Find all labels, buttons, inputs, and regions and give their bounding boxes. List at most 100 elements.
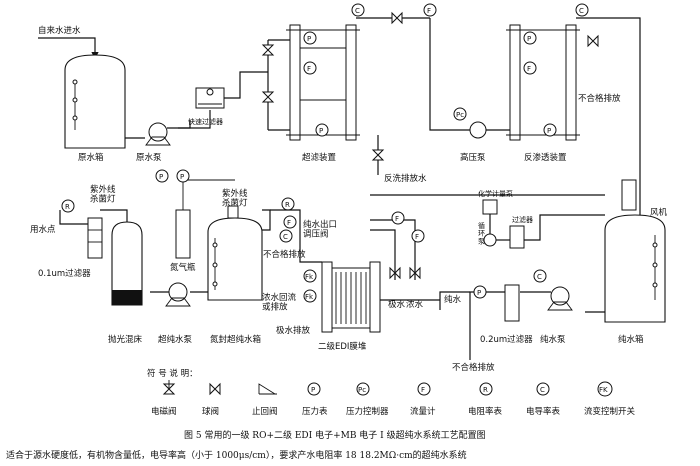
svg-text:F: F (287, 219, 291, 227)
svg-text:P: P (307, 35, 311, 43)
svg-text:P: P (159, 173, 163, 181)
svg-text:不合格排放: 不合格排放 (263, 249, 306, 260)
raw-water-tank: 原水箱 (64, 54, 126, 163)
svg-text:纯水: 纯水 (444, 294, 462, 305)
svg-text:P: P (547, 127, 551, 135)
pure-water-tank: 纯水箱 风机 (604, 179, 668, 345)
svg-text:流变控制开关: 流变控制开关 (584, 406, 636, 417)
svg-text:C: C (540, 386, 545, 394)
ro-unit: P F P 反渗透装置 (506, 24, 580, 163)
svg-text:反渗透装置: 反渗透装置 (524, 152, 567, 163)
svg-text:紫外线杀菌灯: 紫外线杀菌灯 (90, 184, 116, 204)
svg-text:P: P (319, 127, 323, 135)
svg-text:FK: FK (599, 386, 608, 394)
svg-text:C: C (579, 7, 584, 15)
svg-text:氮封超纯水箱: 氮封超纯水箱 (210, 334, 262, 345)
svg-text:C: C (355, 7, 360, 15)
svg-text:纯水出口调压阀: 纯水出口调压阀 (303, 219, 337, 239)
svg-text:止回阀: 止回阀 (252, 406, 278, 417)
svg-text:F: F (427, 7, 431, 15)
figure-caption: 图 5 常用的一级 RO+二级 EDI 电子+MB 电子 Ⅰ 级超纯水系统工艺配… (184, 429, 486, 441)
svg-text:F: F (415, 233, 419, 241)
svg-text:极水排放: 极水排放 (276, 325, 311, 336)
svg-text:流量计: 流量计 (410, 406, 436, 417)
svg-text:R: R (285, 201, 290, 209)
svg-text:压力表: 压力表 (302, 406, 328, 417)
nitrogen-bottle: P 氮气瓶 (170, 169, 235, 273)
high-pressure-pump: Pc 高压泵 (453, 107, 487, 163)
svg-text:原水泵: 原水泵 (136, 152, 162, 163)
edi-module: 二级EDI膜堆 (318, 261, 381, 352)
svg-text:C: C (537, 273, 542, 281)
solenoid-valve (371, 149, 385, 161)
svg-text:电阻率表: 电阻率表 (468, 406, 503, 417)
pure-water-pump: 纯水泵 (540, 286, 573, 345)
svg-text:化学计量泵: 化学计量泵 (478, 189, 513, 198)
svg-text:极水: 极水 (388, 299, 406, 310)
svg-text:快速过滤器: 快速过滤器 (188, 117, 223, 126)
svg-text:原水箱: 原水箱 (78, 152, 104, 163)
svg-text:压力控制器: 压力控制器 (346, 406, 389, 417)
svg-text:Pc: Pc (358, 386, 366, 394)
svg-text:高压泵: 高压泵 (460, 152, 486, 163)
svg-text:R: R (483, 386, 488, 394)
svg-text:自来水进水: 自来水进水 (38, 25, 81, 36)
svg-text:超滤装置: 超滤装置 (302, 152, 337, 163)
svg-text:反洗排放水: 反洗排放水 (384, 173, 427, 184)
svg-text:F: F (307, 65, 311, 73)
svg-text:Fk: Fk (305, 293, 314, 301)
chemical-metering-pump: 化学计量泵 (478, 189, 513, 215)
tap-water-inlet: 自来水进水 (38, 25, 99, 60)
sealed-ultrapure-tank: 氮封超纯水箱 紫外线杀菌灯 (207, 188, 263, 345)
svg-text:不合格排放: 不合格排放 (452, 362, 495, 373)
svg-text:C: C (283, 233, 288, 241)
solenoid-valve (261, 91, 275, 103)
small-filter: 过滤器 (509, 215, 533, 249)
figure-footnote: 适合于源水硬度低，有机物含量低，电导率高（小于 1000μs/cm），要求产水电… (6, 449, 467, 461)
svg-text:风机: 风机 (650, 207, 668, 218)
svg-text:过滤器: 过滤器 (512, 215, 533, 224)
svg-text:0.2um过滤器: 0.2um过滤器 (480, 334, 533, 345)
svg-text:P: P (527, 35, 531, 43)
svg-text:电磁阀: 电磁阀 (151, 406, 177, 417)
svg-text:P: P (477, 289, 481, 297)
svg-text:循环泵: 循环泵 (478, 221, 485, 245)
svg-text:纯水箱: 纯水箱 (618, 334, 644, 345)
circulation-pump: 循环泵 (478, 221, 497, 247)
svg-text:R: R (65, 203, 70, 211)
ball-valve (391, 11, 403, 25)
svg-text:电导率表: 电导率表 (526, 406, 561, 417)
ball-valve (587, 34, 599, 48)
svg-text:F: F (527, 65, 531, 73)
filter-0-1um: 0.1um过滤器 (38, 217, 103, 279)
filter-0-2um: 0.2um过滤器 (480, 284, 533, 345)
raw-water-pump: 原水泵 (136, 122, 171, 163)
svg-text:浓水回流或排放: 浓水回流或排放 (262, 292, 297, 312)
svg-text:符 号 说 明：: 符 号 说 明： (147, 368, 198, 379)
svg-text:紫外线杀菌灯: 紫外线杀菌灯 (222, 188, 248, 208)
svg-text:P: P (311, 386, 315, 394)
svg-text:氮气瓶: 氮气瓶 (170, 262, 196, 273)
ball-valve (389, 266, 401, 280)
ball-valve (409, 266, 421, 280)
svg-text:F: F (421, 386, 425, 394)
svg-text:Fk: Fk (305, 273, 314, 281)
solenoid-valve (261, 44, 275, 56)
quick-filter: 快速过滤器 (188, 87, 225, 126)
svg-text:二级EDI膜堆: 二级EDI膜堆 (318, 341, 367, 352)
ultrapure-water-pump: 超纯水泵 (158, 282, 193, 345)
svg-text:0.1um过滤器: 0.1um过滤器 (38, 268, 91, 279)
svg-text:用水点: 用水点 (30, 224, 56, 235)
svg-text:不合格排放: 不合格排放 (578, 93, 621, 104)
ultrafiltration-unit: P F P 超滤装置 (286, 24, 360, 163)
svg-text:纯水泵: 纯水泵 (540, 334, 566, 345)
use-point: 用水点 (30, 224, 56, 235)
svg-text:浓水: 浓水 (406, 299, 424, 310)
svg-text:抛光混床: 抛光混床 (108, 334, 143, 345)
svg-text:P: P (180, 173, 184, 181)
svg-text:球阀: 球阀 (202, 406, 219, 417)
polishing-mixed-bed: 抛光混床 (108, 221, 143, 345)
svg-text:F: F (395, 215, 399, 223)
svg-text:超纯水泵: 超纯水泵 (158, 334, 193, 345)
